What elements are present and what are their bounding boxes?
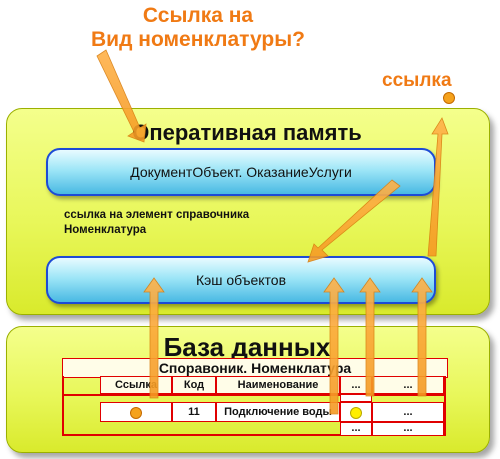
db-panel-title: База данных [163, 332, 331, 362]
table-cell-extra-1 [340, 402, 372, 422]
arrow-up-4 [411, 277, 433, 397]
table-cell-extra-4: ... [372, 422, 444, 436]
table-cell-extra-2: ... [372, 402, 444, 422]
link-dot [443, 92, 455, 104]
table-row [100, 402, 172, 422]
table-header-code: Код [172, 376, 216, 394]
yellow-dot-icon [350, 407, 362, 419]
document-object-block: ДокументОбъект. ОказаниеУслуги [46, 148, 436, 196]
arrow-up-2 [323, 277, 345, 415]
ram-panel-title: Оперативная память [132, 120, 362, 145]
reference-text: ссылка на элемент справочника Номенклату… [64, 209, 250, 236]
table-header-name: Наименование [216, 376, 340, 394]
table-cell-extra-5 [340, 394, 372, 402]
table-grid-line [444, 376, 446, 436]
link-label: ссылка [382, 70, 452, 91]
table-grid-line [62, 434, 446, 436]
arrow-to-cache [307, 179, 401, 263]
table-grid-line [62, 394, 446, 396]
arrow-up-3 [359, 277, 381, 397]
arrow-cache-to-link [427, 117, 449, 257]
table-grid-line [62, 376, 64, 436]
table-title: Споравоник. Номенклатура [62, 358, 448, 378]
table-cell-name: Подключение воды [216, 402, 340, 422]
question-text: Ссылка на Вид номенклатуры? [91, 4, 305, 51]
table-cell-extra-3: ... [340, 422, 372, 436]
arrow-up-1 [143, 277, 165, 399]
table-cell-code: 11 [172, 402, 216, 422]
reference-dot-icon [130, 407, 142, 419]
arrow-question-to-ram [96, 49, 147, 143]
